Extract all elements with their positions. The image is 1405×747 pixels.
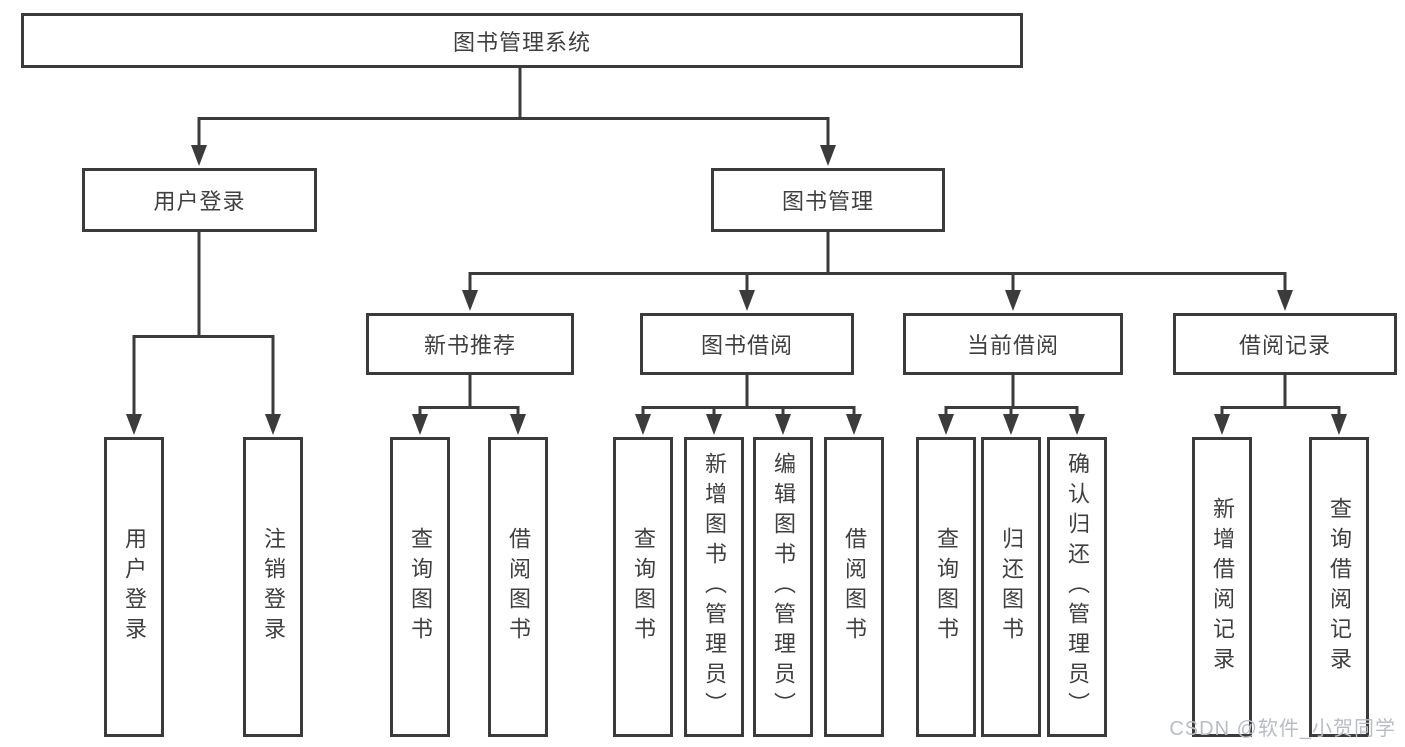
node-book-management: 图书管理 <box>711 168 945 232</box>
leaf-edit-books-admin-label: 编辑图书（管理员） <box>771 452 796 722</box>
leaf-return-books-label: 归还图书 <box>999 527 1024 647</box>
leaf-logout: 注销登录 <box>243 437 303 737</box>
leaf-query-books-current-label: 查询图书 <box>934 527 959 647</box>
leaf-edit-books-admin: 编辑图书（管理员） <box>753 437 813 737</box>
leaf-user-login-label: 用户登录 <box>122 527 147 647</box>
leaf-query-books-recommend: 查询图书 <box>390 437 450 737</box>
node-user-login: 用户登录 <box>82 168 317 232</box>
node-root: 图书管理系统 <box>21 13 1023 68</box>
leaf-query-books-recommend-label: 查询图书 <box>408 527 433 647</box>
watermark: CSDN @软件_小贺同学 <box>1169 718 1396 740</box>
leaf-return-books: 归还图书 <box>981 437 1041 737</box>
node-current-borrowing: 当前借阅 <box>903 313 1123 375</box>
leaf-query-borrow-record: 查询借阅记录 <box>1309 437 1369 737</box>
leaf-borrow-books-recommend: 借阅图书 <box>488 437 548 737</box>
leaf-query-books-borrow: 查询图书 <box>613 437 673 737</box>
leaf-confirm-return-admin-label: 确认归还（管理员） <box>1065 452 1090 722</box>
node-book-borrowing: 图书借阅 <box>640 313 854 375</box>
leaf-query-books-current: 查询图书 <box>916 437 976 737</box>
leaf-borrow-books: 借阅图书 <box>824 437 884 737</box>
leaf-add-borrow-record: 新增借阅记录 <box>1192 437 1252 737</box>
leaf-query-books-borrow-label: 查询图书 <box>631 527 656 647</box>
leaf-add-borrow-record-label: 新增借阅记录 <box>1210 497 1235 677</box>
leaf-add-books-admin-label: 新增图书（管理员） <box>702 452 727 722</box>
leaf-borrow-books-label: 借阅图书 <box>842 527 867 647</box>
leaf-logout-label: 注销登录 <box>261 527 286 647</box>
node-borrowing-records: 借阅记录 <box>1173 313 1397 375</box>
leaf-query-borrow-record-label: 查询借阅记录 <box>1327 497 1352 677</box>
leaf-borrow-books-recommend-label: 借阅图书 <box>506 527 531 647</box>
leaf-user-login: 用户登录 <box>104 437 164 737</box>
leaf-add-books-admin: 新增图书（管理员） <box>684 437 744 737</box>
node-new-book-recommendation: 新书推荐 <box>366 313 574 375</box>
leaf-confirm-return-admin: 确认归还（管理员） <box>1047 437 1107 737</box>
